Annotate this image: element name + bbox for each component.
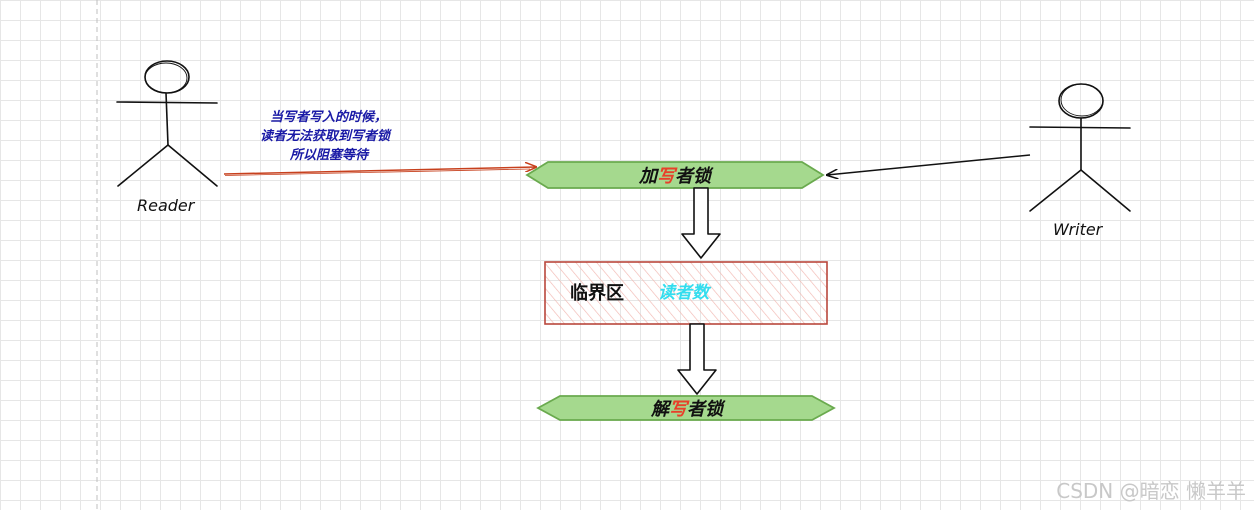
- release-highlight: 写: [669, 399, 690, 420]
- acquire-prefix: 加: [638, 166, 660, 187]
- note-line-2: 读者无法获取到写者锁: [260, 128, 392, 144]
- writer-request-arrow: [827, 154, 1031, 175]
- acquire-writer-lock: 加写者锁: [525, 161, 825, 189]
- svg-text:加写者锁: 加写者锁: [638, 166, 714, 187]
- critical-section-box: 临界区 读者数: [544, 261, 828, 325]
- critical-section-label: 临界区: [570, 282, 624, 304]
- note-line-1: 当写者写入的时候，: [270, 109, 387, 125]
- acquire-suffix: 者锁: [675, 166, 714, 187]
- acquire-highlight: 写: [657, 166, 678, 187]
- svg-text:解写者锁: 解写者锁: [650, 399, 726, 420]
- writer-figure: [1029, 83, 1131, 212]
- release-prefix: 解: [650, 399, 672, 420]
- flow-arrow-down-2: [677, 323, 717, 395]
- writer-label: Writer: [1053, 220, 1104, 239]
- release-suffix: 者锁: [687, 399, 726, 420]
- blocked-note: 当写者写入的时候， 读者无法获取到写者锁 所以阻塞等待: [260, 109, 392, 163]
- reader-count-label: 读者数: [658, 283, 712, 303]
- csdn-watermark: CSDN @暗恋 懒羊羊: [1056, 479, 1246, 503]
- flow-arrow-down-1: [681, 187, 721, 259]
- note-line-3: 所以阻塞等待: [289, 147, 370, 163]
- reader-figure: [116, 60, 218, 187]
- reader-request-arrow: [223, 167, 536, 175]
- release-writer-lock: 解写者锁: [536, 395, 836, 421]
- reader-label: Reader: [137, 196, 196, 215]
